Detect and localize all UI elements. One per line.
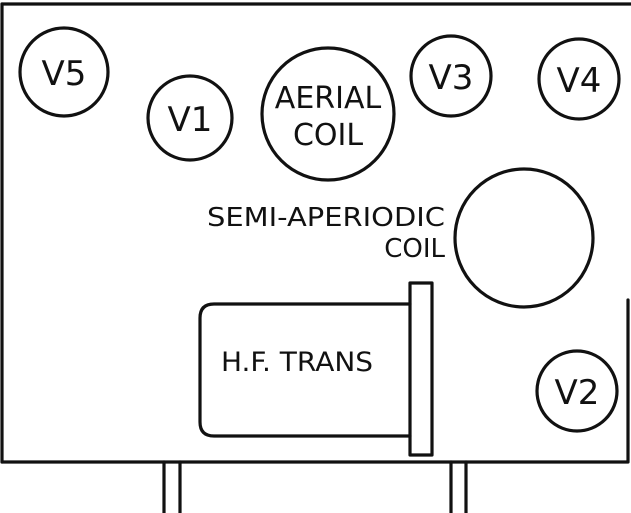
hf-transformer: H.F. TRANS	[198, 281, 434, 457]
aerial-coil: AERIAL COIL	[260, 46, 396, 182]
valve-v4: V4	[537, 37, 621, 121]
valve-v4-outline	[537, 37, 621, 121]
chassis-outline	[0, 2, 631, 464]
valve-v1-outline	[146, 74, 234, 162]
valve-v5: V5	[18, 26, 110, 118]
hf-transformer-body	[198, 302, 412, 438]
valve-v2: V2	[535, 349, 619, 433]
valve-v2-outline	[535, 349, 619, 433]
aerial-coil-label-line2: COIL	[293, 118, 363, 153]
hf-transformer-label: H.F. TRANS	[221, 347, 373, 378]
chassis-supports	[162, 460, 468, 513]
left-support-leg	[162, 460, 182, 513]
valve-v1: V1	[146, 74, 234, 162]
valve-v2-label: V2	[555, 373, 600, 413]
valve-v3: V3	[409, 34, 493, 118]
semi-aperiodic-coil-label-line2: COIL	[384, 234, 445, 264]
aerial-coil-label-line1: AERIAL	[275, 81, 382, 116]
valve-v3-label: V3	[429, 58, 474, 98]
hf-transformer-screen-plate	[408, 281, 434, 457]
valve-v5-label: V5	[42, 54, 87, 94]
chassis-bottom-right-edge	[0, 298, 630, 464]
aerial-coil-outline	[260, 46, 396, 182]
semi-aperiodic-coil-outline	[453, 167, 595, 309]
valve-v3-outline	[409, 34, 493, 118]
semi-aperiodic-coil: SEMI-APERIODIC COIL	[207, 167, 595, 309]
valve-v5-outline	[18, 26, 110, 118]
valve-v1-label: V1	[168, 100, 213, 140]
valve-v4-label: V4	[557, 61, 602, 101]
right-support-leg	[449, 460, 468, 513]
semi-aperiodic-coil-label-line1: SEMI-APERIODIC	[207, 203, 445, 233]
